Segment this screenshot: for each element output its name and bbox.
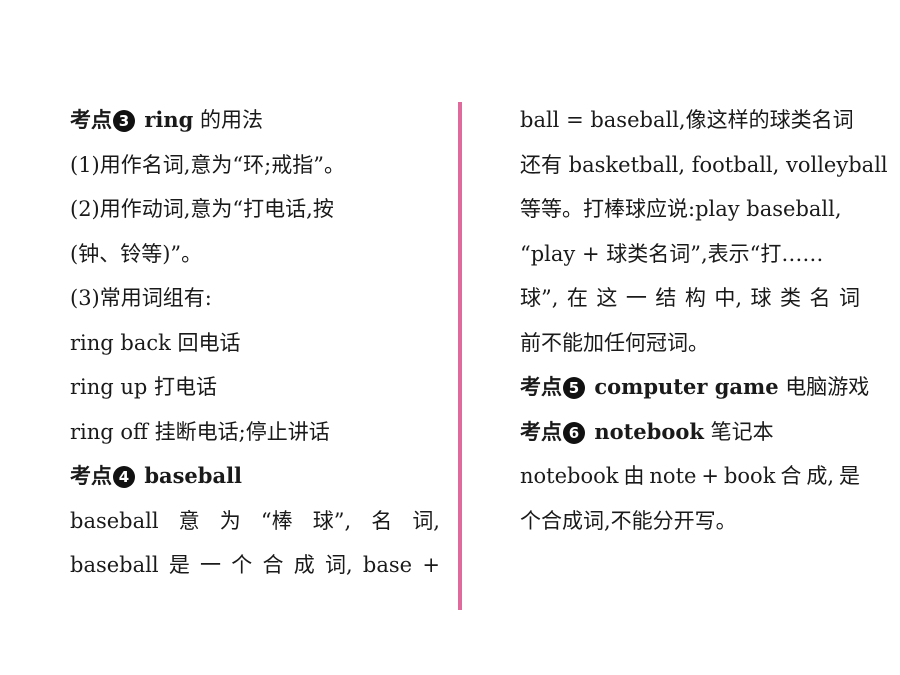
justified-line: baseball 意 为 “棒 球”, 名 词, bbox=[70, 499, 440, 544]
word: 在 bbox=[566, 286, 588, 310]
word: 合 bbox=[780, 464, 802, 488]
word: 类 bbox=[779, 286, 801, 310]
word: 构 bbox=[684, 286, 706, 310]
heading-keyword: ring bbox=[144, 107, 194, 132]
word: 结 bbox=[655, 286, 677, 310]
heading-suffix: 笔记本 bbox=[703, 419, 774, 444]
word: note bbox=[649, 464, 697, 488]
word: + bbox=[422, 553, 440, 577]
text-line: (3)常用词组有: bbox=[70, 286, 212, 310]
word: book bbox=[723, 464, 776, 488]
column-divider bbox=[458, 102, 462, 610]
heading-suffix: 的用法 bbox=[193, 108, 263, 132]
text-line: “play + 球类名词”,表示“打…… bbox=[520, 241, 824, 266]
word: 为 bbox=[219, 508, 241, 533]
word: 球”, bbox=[520, 286, 559, 310]
word: 由 bbox=[623, 464, 645, 488]
word: 名 bbox=[809, 286, 831, 310]
circled-number: 6 bbox=[563, 421, 585, 444]
circled-number: 5 bbox=[563, 377, 585, 399]
text-line: 前不能加任何冠词。 bbox=[520, 330, 709, 355]
text-line: 还有 basketball, football, volleyball bbox=[520, 152, 888, 177]
heading-keyword: baseball bbox=[144, 463, 243, 488]
word: baseball bbox=[70, 508, 159, 533]
word: 词 bbox=[838, 286, 860, 310]
text-line: (2)用作动词,意为“打电话,按 bbox=[70, 197, 334, 221]
word: 意 bbox=[178, 508, 200, 533]
word: base bbox=[362, 553, 413, 577]
justified-line: notebook 由 note + book 合 成, 是 bbox=[520, 454, 860, 499]
word: 成 bbox=[293, 553, 315, 577]
heading-keyword: computer game bbox=[594, 374, 779, 399]
text-line: (钟、铃等)”。 bbox=[70, 241, 203, 266]
word: 球”, bbox=[312, 508, 352, 533]
heading-keyword: notebook bbox=[594, 418, 704, 444]
heading-suffix: 电脑游戏 bbox=[778, 375, 870, 399]
circled-number: 4 bbox=[113, 466, 135, 488]
text-line: ring off 挂断电话;停止讲话 bbox=[70, 419, 330, 444]
text-line: ball = baseball,像这样的球类名词 bbox=[520, 108, 854, 132]
heading-prefix: 考点 bbox=[70, 107, 112, 132]
word: 这 bbox=[596, 286, 618, 310]
heading-prefix: 考点 bbox=[520, 418, 562, 444]
text-line: (1)用作名词,意为“环;戒指”。 bbox=[70, 152, 345, 177]
text-line: ring up 打电话 bbox=[70, 375, 218, 399]
word: 词, bbox=[412, 508, 440, 533]
heading-prefix: 考点 bbox=[520, 374, 562, 399]
word: 名 bbox=[371, 508, 393, 533]
word: 合 bbox=[262, 553, 284, 577]
text-line: 个合成词,不能分开写。 bbox=[520, 508, 737, 533]
circled-number: 3 bbox=[113, 110, 135, 132]
word: 一 bbox=[625, 286, 647, 310]
text-line: 等等。打棒球应说:play baseball, bbox=[520, 197, 842, 221]
word: notebook bbox=[520, 464, 619, 488]
justified-line: 球”, 在 这 一 结 构 中, 球 类 名 词 bbox=[520, 276, 860, 321]
word: 一 bbox=[200, 553, 222, 577]
word: + bbox=[701, 464, 720, 488]
word: 中, bbox=[714, 286, 743, 310]
word: 词, bbox=[324, 553, 353, 577]
word: 是 bbox=[838, 464, 860, 488]
word: 个 bbox=[231, 553, 253, 577]
word: 球 bbox=[750, 286, 772, 310]
text-line: ring back 回电话 bbox=[70, 330, 241, 355]
word: 是 bbox=[168, 553, 190, 577]
word: 成, bbox=[806, 464, 835, 488]
justified-line: baseball 是 一 个 合 成 词, base + bbox=[70, 543, 440, 588]
word: “棒 bbox=[260, 508, 293, 533]
right-column: ball = baseball,像这样的球类名词 还有 basketball, … bbox=[520, 98, 888, 543]
word: baseball bbox=[70, 553, 159, 577]
heading-prefix: 考点 bbox=[70, 463, 112, 488]
